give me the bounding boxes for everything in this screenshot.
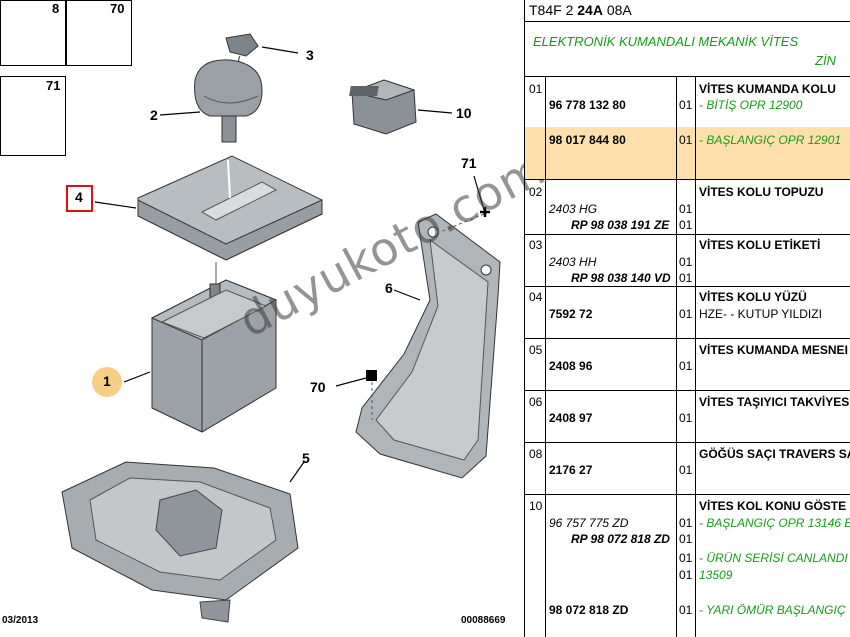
screw-71-marker xyxy=(439,175,490,233)
part-note: HZE- - KUTUP YILDIZI xyxy=(699,307,822,321)
thumb-label-70: 70 xyxy=(110,1,125,16)
thumb-70 xyxy=(66,0,132,66)
part-ref[interactable]: RP 98 072 818 ZD xyxy=(571,532,670,546)
qty: 01 xyxy=(679,255,693,269)
row-no: 03 xyxy=(529,238,543,252)
thumb-label-8: 8 xyxy=(52,1,60,16)
callout-5[interactable]: 5 xyxy=(302,450,310,466)
part-name: VİTES KOLU YÜZÜ xyxy=(699,290,807,304)
part-note: - BAŞLANGIÇ OPR 12901 xyxy=(699,133,842,147)
part-ref[interactable]: 7592 72 xyxy=(549,307,593,321)
part-name: VİTES TAŞIYICI TAKVİYES xyxy=(699,395,850,409)
part-name: VİTES KUMANDA KOLU xyxy=(699,82,836,96)
row-no: 10 xyxy=(529,499,543,513)
col-divider-2 xyxy=(676,76,677,637)
footer-date: 03/2013 xyxy=(2,615,39,626)
table-title: ELEKTRONİK KUMANDALI MEKANİK VİTES ZİN xyxy=(525,22,850,77)
row-no: 08 xyxy=(529,447,543,461)
callout-6[interactable]: 6 xyxy=(385,280,393,296)
footer-figure-id: 00088669 xyxy=(461,615,506,626)
qty: 01 xyxy=(679,218,693,232)
qty: 01 xyxy=(679,532,693,546)
part-ref[interactable]: 98 017 844 80 xyxy=(549,133,626,147)
qty: 01 xyxy=(679,359,693,373)
callout-71[interactable]: 71 xyxy=(461,155,477,171)
row-divider xyxy=(525,494,850,495)
part-note: - ÜRÜN SERİSİ CANLANDI xyxy=(699,551,848,565)
code-prefix: T84F 2 xyxy=(529,2,578,18)
part-note: 13509 xyxy=(699,568,733,582)
qty: 01 xyxy=(679,133,693,147)
module-1-shape xyxy=(123,279,278,433)
part-name: VİTES KOL KONU GÖSTE xyxy=(699,499,847,513)
title-line-2: ZİN xyxy=(815,53,836,68)
highlight-circle-1 xyxy=(92,367,122,397)
qty: 01 xyxy=(679,463,693,477)
callout-4[interactable]: 4 xyxy=(75,189,83,205)
row-no: 02 xyxy=(529,185,543,199)
part-name: VİTES KOLU TOPUZU xyxy=(699,185,824,199)
part-name: GÖĞÜS SAÇI TRAVERS SA xyxy=(699,447,850,461)
part-note: - YARI ÖMÜR BAŞLANGIÇ xyxy=(699,603,846,617)
table-header-code: T84F 2 24A 08A xyxy=(525,0,850,22)
qty: 01 xyxy=(679,411,693,425)
support-6-shape xyxy=(355,213,501,479)
part-name: VİTES KOLU ETİKETİ xyxy=(699,238,821,252)
callout-3[interactable]: 3 xyxy=(306,47,314,63)
parts-table: T84F 2 24A 08A ELEKTRONİK KUMANDALI MEKA… xyxy=(524,0,850,637)
col-divider-3 xyxy=(695,76,696,637)
qty: 01 xyxy=(679,202,693,216)
part-ref[interactable]: 2408 97 xyxy=(549,411,593,425)
part-ref[interactable]: 98 072 818 ZD xyxy=(549,603,629,617)
part-note: - BAŞLANGIÇ OPR 13146 E xyxy=(699,516,850,530)
part-sub: 2403 HG xyxy=(549,202,598,216)
qty: 01 xyxy=(679,516,693,530)
row-no: 01 xyxy=(529,82,543,96)
col-divider-1 xyxy=(545,76,546,637)
part-note: - BİTİŞ OPR 12900 xyxy=(699,98,803,112)
bracket-5-shape xyxy=(61,461,305,623)
connector-10-shape xyxy=(349,79,453,135)
header-divider xyxy=(525,76,850,77)
row-divider xyxy=(525,234,850,235)
thumb-8 xyxy=(0,0,66,66)
part-sub: 2403 HH xyxy=(549,255,597,269)
title-line-1: ELEKTRONİK KUMANDALI MEKANİK VİTES xyxy=(533,34,799,49)
knob-2-shape xyxy=(159,59,263,143)
thumb-71 xyxy=(0,76,66,156)
callout-70[interactable]: 70 xyxy=(310,379,326,395)
thumb-label-71: 71 xyxy=(46,78,61,93)
row-divider xyxy=(525,442,850,443)
qty: 01 xyxy=(679,271,693,285)
row-divider xyxy=(525,179,850,180)
part-ref[interactable]: 96 778 132 80 xyxy=(549,98,626,112)
row-no: 05 xyxy=(529,343,543,357)
part-sub: 96 757 775 ZD xyxy=(549,516,629,530)
parts-diagram: 8 70 71 1 2 3 4 5 6 10 70 71 duyukoto.co… xyxy=(0,0,554,626)
qty: 01 xyxy=(679,551,693,565)
qty: 01 xyxy=(679,603,693,617)
part-ref[interactable]: RP 98 038 191 ZE xyxy=(571,218,670,232)
callout-1[interactable]: 1 xyxy=(103,373,111,389)
bezel-4-shape xyxy=(94,155,323,261)
part-ref[interactable]: 2176 27 xyxy=(549,463,593,477)
qty: 01 xyxy=(679,98,693,112)
highlight-row xyxy=(525,127,850,179)
row-no: 04 xyxy=(529,290,543,304)
qty: 01 xyxy=(679,568,693,582)
part-ref[interactable]: RP 98 038 140 VD xyxy=(571,271,671,285)
highlight-box-4 xyxy=(66,185,93,212)
part-ref[interactable]: 2408 96 xyxy=(549,359,593,373)
part-name: VİTES KUMANDA MESNEI xyxy=(699,343,848,357)
callout-2[interactable]: 2 xyxy=(150,107,158,123)
row-divider xyxy=(525,390,850,391)
callout-10[interactable]: 10 xyxy=(456,105,472,121)
code-suffix: 08A xyxy=(602,2,632,18)
row-divider xyxy=(525,286,850,287)
code-bold: 24A xyxy=(577,2,603,18)
row-no: 06 xyxy=(529,395,543,409)
qty: 01 xyxy=(679,307,693,321)
row-divider xyxy=(525,338,850,339)
nut-70-marker xyxy=(335,370,377,420)
